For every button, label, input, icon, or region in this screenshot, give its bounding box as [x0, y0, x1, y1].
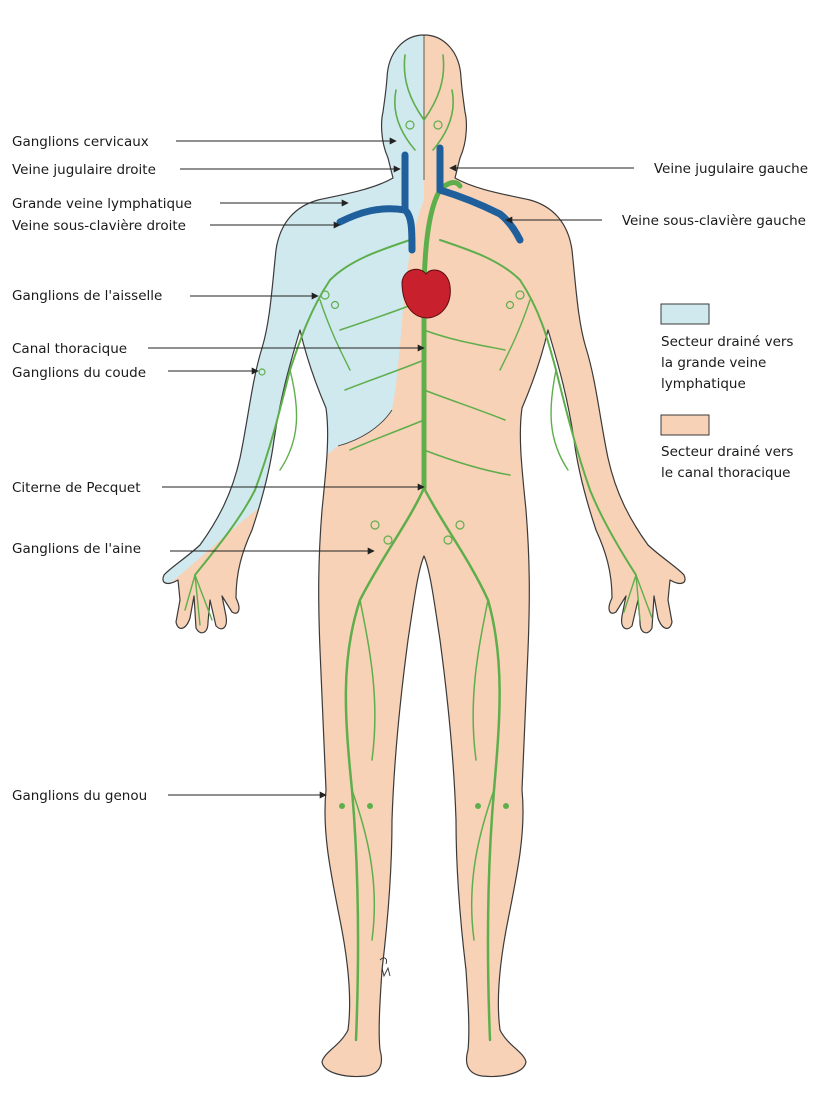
label-pecquet: Citerne de Pecquet — [12, 480, 141, 496]
legend-blue-line3: lymphatique — [661, 376, 746, 392]
legend-swatch-orange — [660, 414, 710, 436]
label-subclavian-right: Veine sous-clavière droite — [12, 218, 186, 234]
heart — [401, 268, 451, 319]
label-groin: Ganglions de l'aine — [12, 541, 141, 557]
legend: Secteur drainé vers la grande veine lymp… — [660, 303, 793, 481]
legend-orange-line2: le canal thoracique — [661, 465, 790, 481]
label-subclavian-left: Veine sous-clavière gauche — [622, 213, 806, 229]
left-subclavian-vein — [436, 186, 524, 244]
labels-right: Veine jugulaire gauche Veine sous-claviè… — [449, 161, 808, 229]
artist-signature — [379, 957, 391, 978]
legend-blue-line1: Secteur drainé vers — [661, 334, 793, 350]
legend-blue-line2: la grande veine — [661, 355, 766, 371]
label-knee: Ganglions du genou — [12, 788, 147, 804]
lymphatic-network — [184, 54, 653, 1042]
labels-left: Ganglions cervicaux Veine jugulaire droi… — [12, 134, 425, 804]
label-great-lymph-vein: Grande veine lymphatique — [12, 196, 192, 212]
label-thoracic-canal: Canal thoracique — [12, 341, 127, 357]
label-jugular-left: Veine jugulaire gauche — [654, 161, 808, 177]
label-cervical: Ganglions cervicaux — [12, 134, 149, 150]
veins — [336, 144, 524, 254]
legend-swatch-blue — [660, 303, 710, 325]
label-jugular-right: Veine jugulaire droite — [12, 162, 156, 178]
label-elbow: Ganglions du coude — [12, 365, 146, 381]
right-subclavian-vein — [336, 205, 416, 254]
label-axilla: Ganglions de l'aisselle — [12, 288, 162, 304]
legend-orange-line1: Secteur drainé vers — [661, 444, 793, 460]
